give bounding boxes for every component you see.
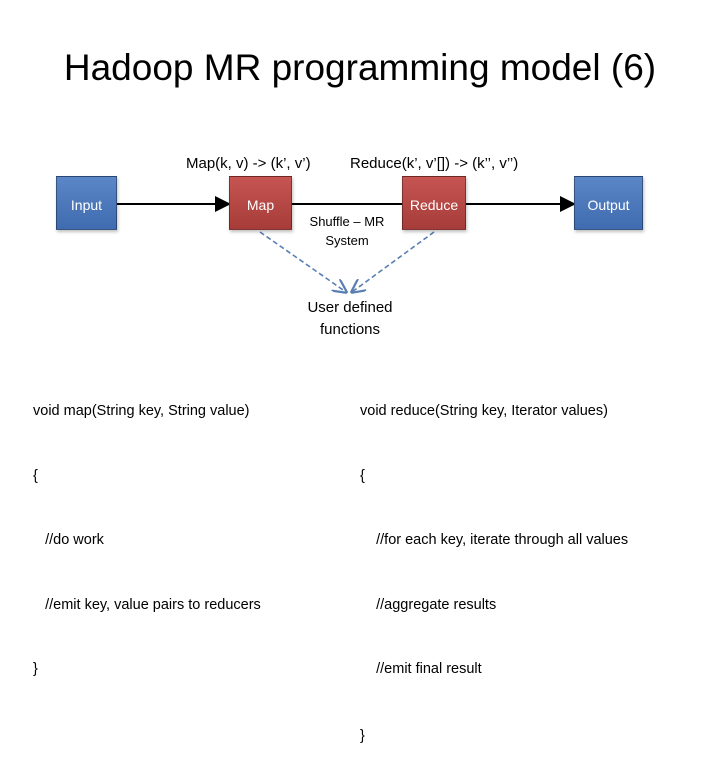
shuffle-label-line2: System — [325, 233, 369, 248]
map-function-code: void map(String key, String value) { //d… — [33, 358, 261, 702]
output-box: Output — [574, 176, 643, 230]
reduce-code-line6: } — [360, 727, 365, 744]
map-code-line4: //emit key, value pairs to reducers — [33, 596, 261, 613]
shuffle-label-line1: Shuffle – MR — [309, 214, 385, 229]
reduce-code-line2: { — [360, 467, 365, 484]
input-box: Input — [56, 176, 117, 230]
map-signature: Map(k, v) -> (k’, v’) — [186, 155, 311, 172]
dashed-arrow-from-map — [259, 231, 346, 292]
map-code-line1: void map(String key, String value) — [33, 403, 250, 419]
map-label: Map — [246, 197, 275, 213]
reduce-code-line5: //emit final result — [360, 661, 482, 677]
map-code-line2: { — [33, 467, 38, 484]
reduce-code-line1: void reduce(String key, Iterator values) — [360, 403, 608, 419]
map-box: Map — [229, 176, 292, 230]
dashed-arrow-from-reduce — [352, 231, 435, 292]
reduce-function-code: void reduce(String key, Iterator values)… — [360, 358, 628, 769]
slide-title: Hadoop MR programming model (6) — [63, 47, 657, 88]
callout-line1: User defined — [307, 299, 393, 316]
reduce-label: Reduce — [409, 197, 459, 213]
input-label: Input — [70, 197, 103, 213]
shuffle-label: Shuffle – MR System — [292, 212, 402, 250]
user-defined-functions-callout: User defined functions — [290, 297, 410, 341]
reduce-code-line4: //aggregate results — [360, 596, 497, 613]
output-label: Output — [587, 197, 630, 213]
pipeline-connectors — [117, 196, 576, 540]
callout-line2: functions — [319, 321, 381, 338]
map-code-line3: //do work — [33, 532, 104, 548]
reduce-box: Reduce — [402, 176, 466, 230]
map-code-line5: } — [33, 661, 38, 677]
reduce-code-line3: //for each key, iterate through all valu… — [360, 532, 629, 548]
reduce-signature: Reduce(k’, v’[]) -> (k’’, v’’) — [350, 155, 519, 172]
